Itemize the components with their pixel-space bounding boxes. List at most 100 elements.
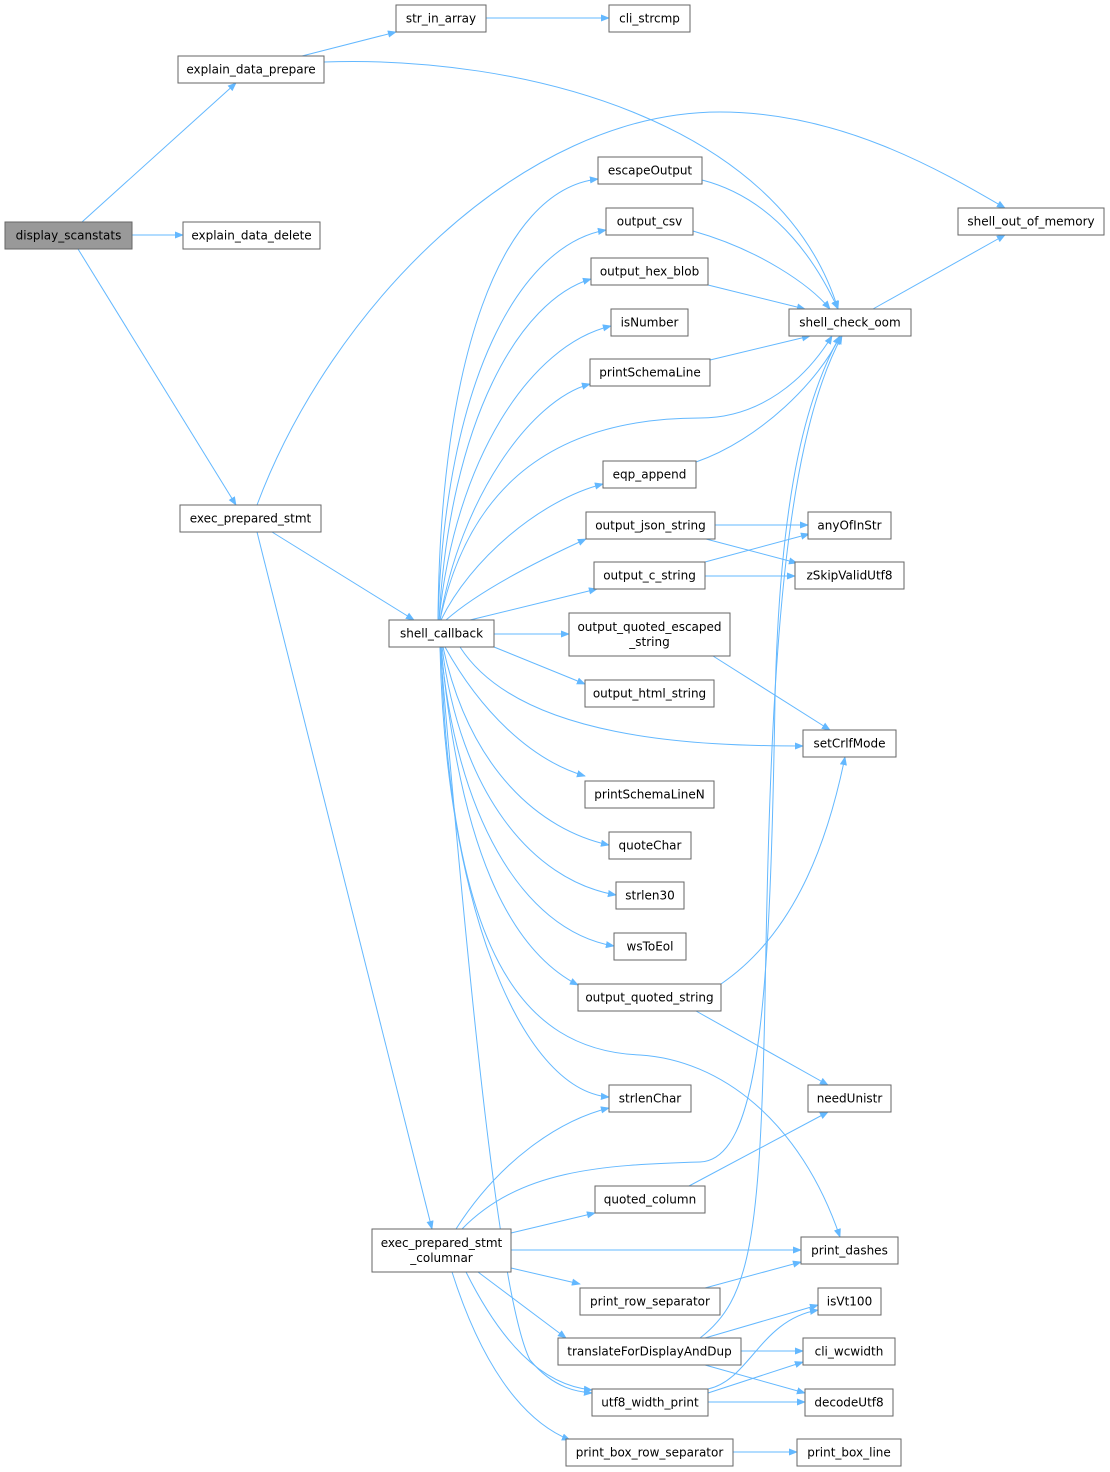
node-quoteChar[interactable]: quoteChar	[608, 831, 692, 860]
node-output_quoted_escaped_string[interactable]: output_quoted_escaped_string	[568, 612, 731, 657]
edge-shell_callback-to-output_csv	[437, 227, 607, 621]
node-zSkipValidUtf8[interactable]: zSkipValidUtf8	[794, 561, 905, 590]
edge-shell_check_oom-to-shell_out_of_memory	[872, 234, 1006, 310]
node-box	[388, 619, 495, 648]
node-strlen30[interactable]: strlen30	[615, 881, 685, 910]
edge-exec_prepared_stmt_columnar-to-translateForDisplayAndDup	[477, 1271, 567, 1339]
edge-shell_callback-to-print_dashes	[440, 646, 841, 1238]
node-exec_prepared_stmt_columnar[interactable]: exec_prepared_stmt_columnar	[371, 1228, 512, 1273]
node-box	[591, 1388, 709, 1417]
edge-display_scanstats-to-explain_data_prepare	[81, 82, 237, 223]
node-escapeOutput[interactable]: escapeOutput	[597, 156, 703, 185]
node-setCrlfMode[interactable]: setCrlfMode	[802, 729, 897, 758]
node-box	[589, 358, 711, 387]
edge-escapeOutput-to-shell_check_oom	[701, 179, 839, 310]
node-box	[597, 156, 703, 185]
node-print_box_line[interactable]: print_box_line	[796, 1438, 902, 1467]
node-label: output_hex_blob	[600, 265, 699, 279]
node-box	[800, 1236, 899, 1265]
edge-exec_prepared_stmt_columnar-to-print_box_row_separator	[451, 1271, 571, 1441]
node-output_csv[interactable]: output_csv	[605, 207, 694, 236]
edge-utf8_width_print-to-cli_wcwidth	[707, 1361, 804, 1394]
edge-exec_prepared_stmt_columnar-to-utf8_width_print	[465, 1271, 593, 1393]
node-explain_data_prepare[interactable]: explain_data_prepare	[177, 55, 325, 84]
node-needUnistr[interactable]: needUnistr	[807, 1084, 892, 1113]
edge-print_row_separator-to-print_dashes	[704, 1260, 802, 1289]
node-box	[802, 729, 897, 758]
node-label: explain_data_prepare	[186, 63, 315, 77]
node-str_in_array[interactable]: str_in_array	[395, 4, 487, 33]
node-label: _columnar	[409, 1251, 473, 1265]
node-label: decodeUtf8	[814, 1396, 883, 1410]
node-isVt100[interactable]: isVt100	[817, 1287, 882, 1316]
edge-shell_callback-to-strlenChar	[439, 646, 610, 1100]
node-label: _string	[628, 635, 669, 649]
node-label: strlenChar	[619, 1092, 682, 1106]
node-label: output_quoted_string	[585, 991, 713, 1005]
edge-shell_callback-to-quoteChar	[442, 646, 610, 847]
node-exec_prepared_stmt[interactable]: exec_prepared_stmt	[179, 504, 322, 533]
node-cli_strcmp[interactable]: cli_strcmp	[608, 4, 691, 33]
edge-exec_prepared_stmt_columnar-to-print_row_separator	[510, 1267, 581, 1286]
node-box	[794, 561, 905, 590]
node-print_row_separator[interactable]: print_row_separator	[579, 1287, 721, 1316]
edge-exec_prepared_stmt-to-shell_callback	[271, 531, 415, 621]
node-isNumber[interactable]: isNumber	[610, 308, 689, 337]
node-label: cli_strcmp	[619, 12, 680, 26]
node-printSchemaLine[interactable]: printSchemaLine	[589, 358, 711, 387]
node-box	[179, 504, 322, 533]
node-cli_wcwidth[interactable]: cli_wcwidth	[802, 1337, 896, 1366]
node-label: needUnistr	[817, 1092, 883, 1106]
edge-exec_prepared_stmt-to-exec_prepared_stmt_columnar	[256, 531, 434, 1230]
node-label: display_scanstats	[16, 229, 122, 243]
node-label: exec_prepared_stmt	[190, 512, 312, 526]
node-box	[817, 1287, 882, 1316]
node-label: shell_out_of_memory	[967, 215, 1094, 229]
edge-shell_callback-to-printSchemaLineN	[444, 646, 586, 778]
edge-explain_data_prepare-to-shell_check_oom	[323, 61, 840, 310]
node-quoted_column[interactable]: quoted_column	[594, 1185, 706, 1214]
node-eqp_append[interactable]: eqp_append	[602, 460, 697, 489]
node-label: isVt100	[827, 1295, 872, 1309]
node-box	[593, 561, 706, 590]
node-anyOfInStr[interactable]: anyOfInStr	[807, 511, 892, 540]
node-output_html_string[interactable]: output_html_string	[584, 679, 715, 708]
node-strlenChar[interactable]: strlenChar	[608, 1084, 692, 1113]
edge-translateForDisplayAndDup-to-decodeUtf8	[704, 1364, 806, 1395]
node-label: print_row_separator	[590, 1295, 710, 1309]
node-explain_data_delete[interactable]: explain_data_delete	[182, 221, 321, 250]
node-box	[577, 983, 722, 1012]
node-output_quoted_string[interactable]: output_quoted_string	[577, 983, 722, 1012]
node-output_hex_blob[interactable]: output_hex_blob	[590, 257, 709, 286]
node-output_c_string[interactable]: output_c_string	[593, 561, 706, 590]
node-print_dashes[interactable]: print_dashes	[800, 1236, 899, 1265]
node-shell_check_oom[interactable]: shell_check_oom	[788, 308, 912, 337]
node-output_json_string[interactable]: output_json_string	[585, 511, 716, 540]
node-decodeUtf8[interactable]: decodeUtf8	[804, 1388, 894, 1417]
node-label: print_box_row_separator	[576, 1446, 724, 1460]
node-utf8_width_print[interactable]: utf8_width_print	[591, 1388, 709, 1417]
node-shell_callback[interactable]: shell_callback	[388, 619, 495, 648]
node-label: shell_check_oom	[799, 316, 900, 330]
node-print_box_row_separator[interactable]: print_box_row_separator	[565, 1438, 734, 1467]
edge-explain_data_prepare-to-str_in_array	[301, 30, 397, 57]
node-box	[590, 257, 709, 286]
node-box	[788, 308, 912, 337]
edge-shell_callback-to-wsToEol	[440, 646, 615, 949]
edge-output_c_string-to-anyOfInStr	[704, 532, 810, 563]
edge-shell_callback-to-eqp_append	[440, 482, 604, 621]
node-shell_out_of_memory[interactable]: shell_out_of_memory	[957, 207, 1105, 236]
edge-exec_prepared_stmt_columnar-to-quoted_column	[510, 1211, 596, 1234]
node-box	[608, 831, 692, 860]
node-box	[584, 679, 715, 708]
node-display_scanstats[interactable]: display_scanstats	[4, 221, 133, 250]
node-box	[585, 511, 716, 540]
node-box	[177, 55, 325, 84]
node-translateForDisplayAndDup[interactable]: translateForDisplayAndDup	[557, 1337, 742, 1366]
node-box	[371, 1228, 512, 1273]
edge-exec_prepared_stmt_columnar-to-shell_check_oom	[461, 335, 841, 1230]
node-wsToEol[interactable]: wsToEol	[613, 932, 687, 961]
node-printSchemaLineN[interactable]: printSchemaLineN	[584, 780, 715, 809]
node-box	[565, 1438, 734, 1467]
node-box	[608, 4, 691, 33]
